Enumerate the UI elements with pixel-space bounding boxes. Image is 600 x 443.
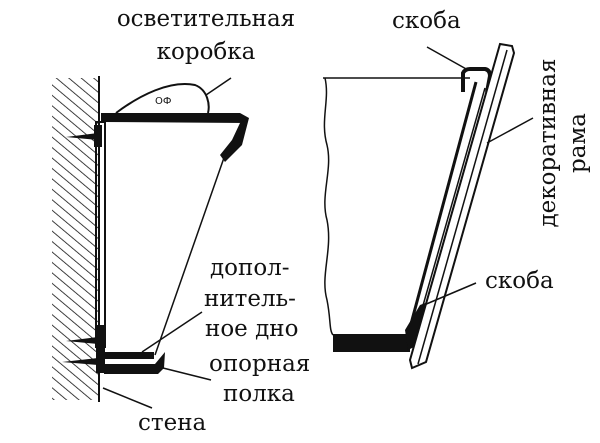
leader-lighting-box <box>205 77 232 96</box>
lamp-icon: ОФ <box>155 96 172 107</box>
support-shelf <box>104 352 165 374</box>
wall-anchor-middle <box>66 337 98 344</box>
decorative-frame <box>408 42 516 370</box>
front-top-bracket <box>220 118 249 162</box>
label-bracket-bottom: скоба <box>485 268 554 294</box>
frame-inner-line <box>417 49 508 365</box>
back-bottom-block <box>96 325 105 373</box>
label-extra-bottom-2: нитель- <box>204 286 296 312</box>
top-bar <box>101 113 249 123</box>
shelf-gap <box>106 360 154 363</box>
top-bracket <box>461 67 493 93</box>
wall-hatch <box>52 78 98 400</box>
label-decorative-frame-1: декоративная <box>535 59 561 228</box>
label-wall: стена <box>138 410 207 436</box>
leader-wall <box>102 387 153 409</box>
label-extra-bottom-1: допол- <box>210 255 290 281</box>
lighting-box-dome <box>115 83 210 114</box>
extra-bottom-plate <box>104 352 154 359</box>
box-break-line <box>323 77 334 336</box>
leader-bracket-top <box>426 46 469 71</box>
label-support-shelf-1: опорная <box>209 351 310 377</box>
left-figure: ОФ <box>52 76 249 409</box>
right-figure <box>323 42 534 370</box>
label-bracket-top: скоба <box>392 8 461 34</box>
leader-frame <box>486 117 534 144</box>
wall-anchor-top <box>66 133 98 140</box>
label-lighting-box-2: коробка <box>157 39 256 65</box>
box-front-inner <box>415 87 486 331</box>
label-decorative-frame-2: рама <box>565 113 591 173</box>
label-extra-bottom-3: ное дно <box>205 316 298 342</box>
box-front-outer <box>406 81 478 336</box>
leader-support-shelf <box>162 367 212 381</box>
label-lighting-box-1: осветительная <box>117 6 295 32</box>
wall-anchor-bottom <box>62 358 98 365</box>
leader-extra-bottom <box>141 311 203 353</box>
leader-bracket-bottom <box>423 282 477 306</box>
label-support-shelf-2: полка <box>223 381 295 407</box>
front-slant <box>154 151 227 356</box>
bottom-bar <box>333 334 410 352</box>
